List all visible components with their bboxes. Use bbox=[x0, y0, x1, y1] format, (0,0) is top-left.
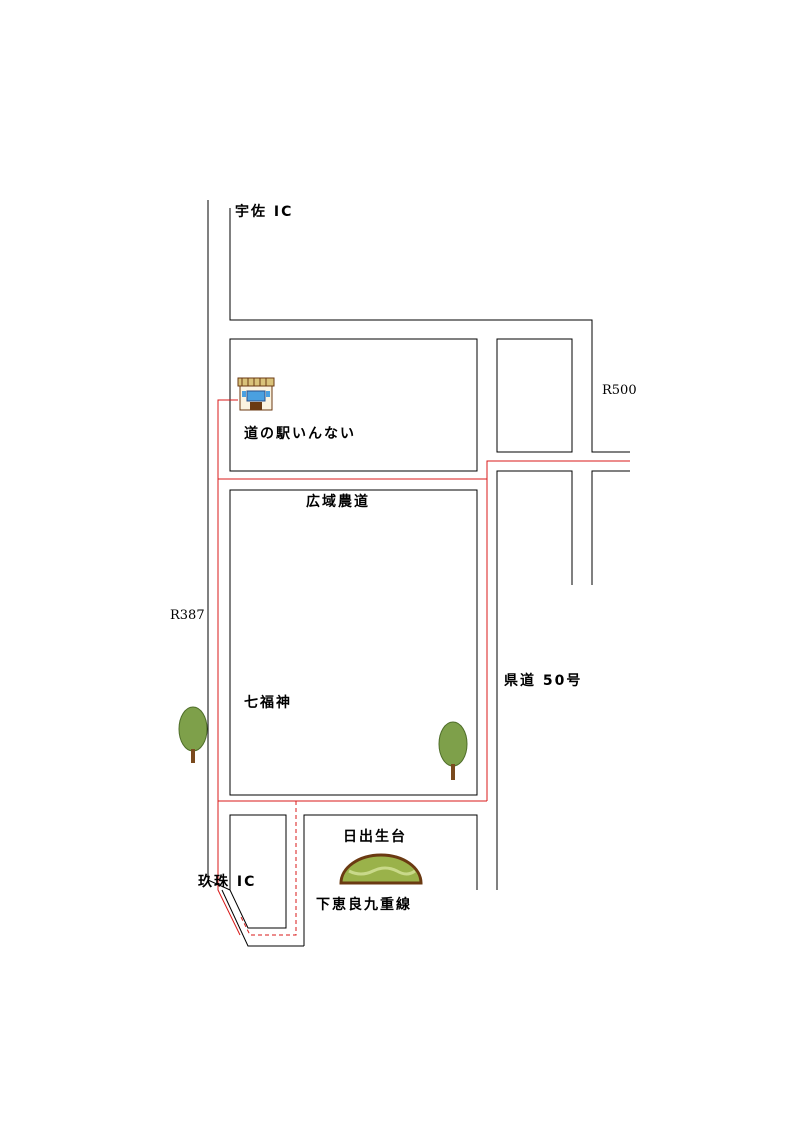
michi-no-eki-block bbox=[229, 338, 478, 472]
shichifukujin-label: 七福神 bbox=[244, 694, 292, 711]
hill-icon bbox=[339, 853, 423, 885]
tree-icon bbox=[438, 721, 468, 780]
r500-road-lower bbox=[591, 470, 630, 585]
usa-ic-label: 宇佐 IC bbox=[235, 203, 293, 220]
kendo-50-road bbox=[496, 470, 573, 890]
michi-no-eki-label: 道の駅いんない bbox=[244, 425, 356, 442]
r387-label: R387 bbox=[170, 608, 205, 623]
usa-ic-road bbox=[229, 208, 630, 453]
kendo-50-label: 県道 50号 bbox=[504, 672, 582, 689]
kusu-ic-ramp bbox=[207, 879, 304, 947]
right-block-upper bbox=[496, 338, 573, 453]
r500-label: R500 bbox=[602, 383, 637, 398]
roadside-station-icon bbox=[237, 377, 275, 411]
hidenodai-block bbox=[303, 814, 478, 946]
field-block bbox=[229, 489, 478, 796]
route-dashed-kusu bbox=[239, 801, 297, 936]
hidenodai-label: 日出生台 bbox=[343, 828, 407, 845]
road-network bbox=[207, 200, 630, 947]
shimoera-label: 下恵良九重線 bbox=[316, 896, 412, 913]
koiki-nodo-label: 広域農道 bbox=[306, 493, 370, 510]
route-r500 bbox=[486, 460, 630, 801]
recommended-route bbox=[217, 399, 630, 936]
kusu-ic-label: 玖珠 IC bbox=[198, 873, 256, 890]
tree-icon bbox=[178, 706, 208, 763]
kusu-ic-block bbox=[229, 814, 287, 929]
route-to-station bbox=[217, 399, 241, 936]
